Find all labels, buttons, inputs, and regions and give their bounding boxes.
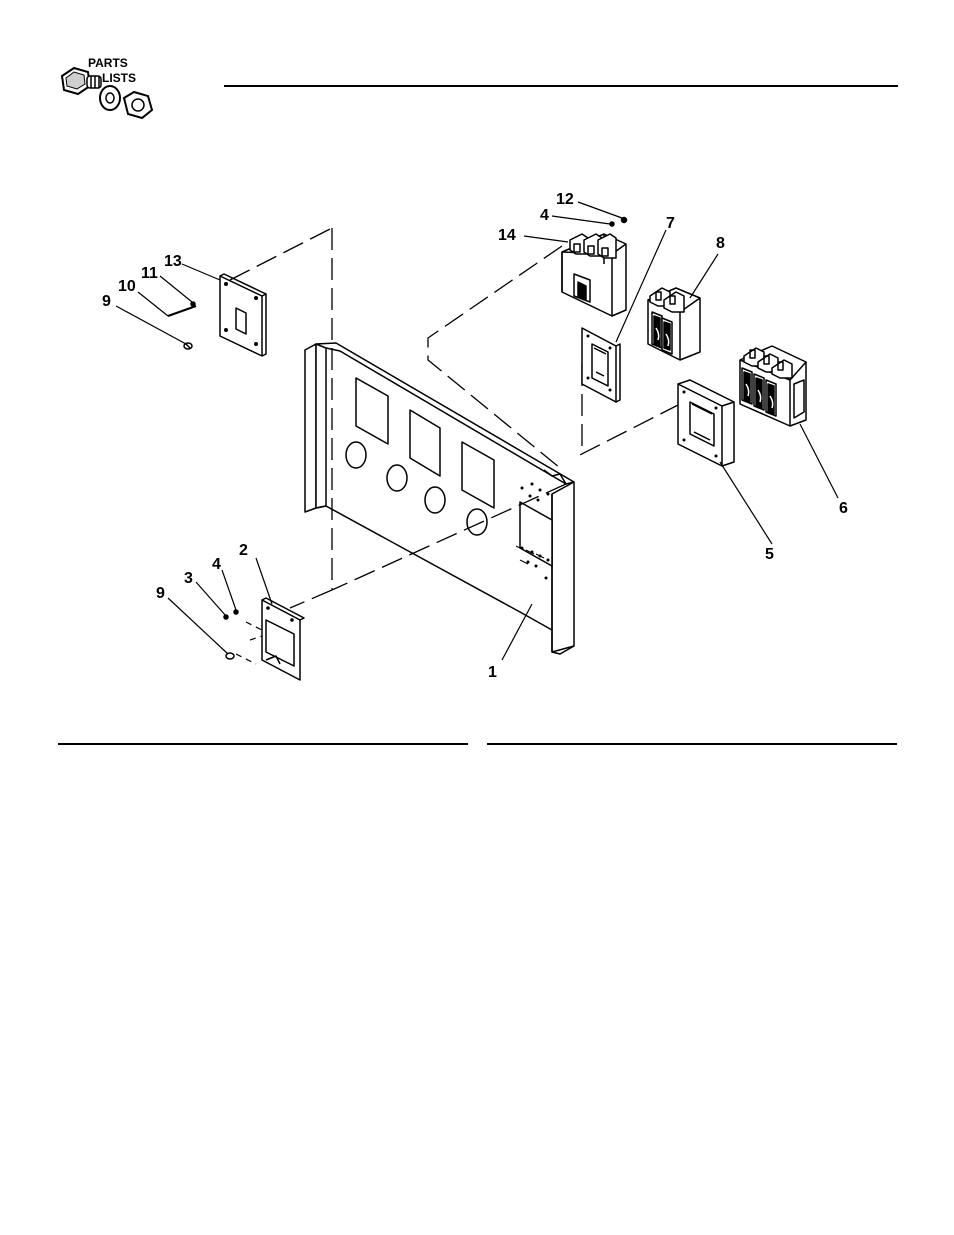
breaker-part-8 — [648, 288, 700, 360]
callout-4-lower: 4 — [212, 556, 221, 573]
callout-9-lower: 9 — [156, 585, 165, 602]
callout-7: 7 — [666, 215, 675, 232]
callout-5: 5 — [765, 546, 774, 563]
breaker-part-6 — [740, 346, 806, 426]
cover-plate-part-13 — [168, 274, 266, 356]
callout-8: 8 — [716, 235, 725, 252]
callout-2: 2 — [239, 542, 248, 559]
callout-1: 1 — [488, 664, 497, 681]
mounting-bracket-part-7 — [582, 328, 620, 402]
cover-plate-part-2 — [224, 598, 304, 680]
right-column-rule — [487, 743, 897, 745]
callout-4-upper: 4 — [540, 207, 549, 224]
left-column-rule — [58, 743, 468, 745]
callout-3: 3 — [184, 570, 193, 587]
callout-14: 14 — [498, 227, 516, 244]
mounting-bracket-part-5 — [678, 380, 734, 466]
callout-12: 12 — [556, 191, 574, 208]
callout-labels: 1 2 3 4 9 5 6 7 8 12 4 14 13 11 10 9 — [102, 191, 848, 681]
callout-10: 10 — [118, 278, 136, 295]
breaker-part-14 — [562, 218, 627, 317]
callout-11: 11 — [141, 265, 158, 282]
callout-9-upper: 9 — [102, 293, 111, 310]
callout-6: 6 — [839, 500, 848, 517]
callout-13: 13 — [164, 253, 182, 270]
